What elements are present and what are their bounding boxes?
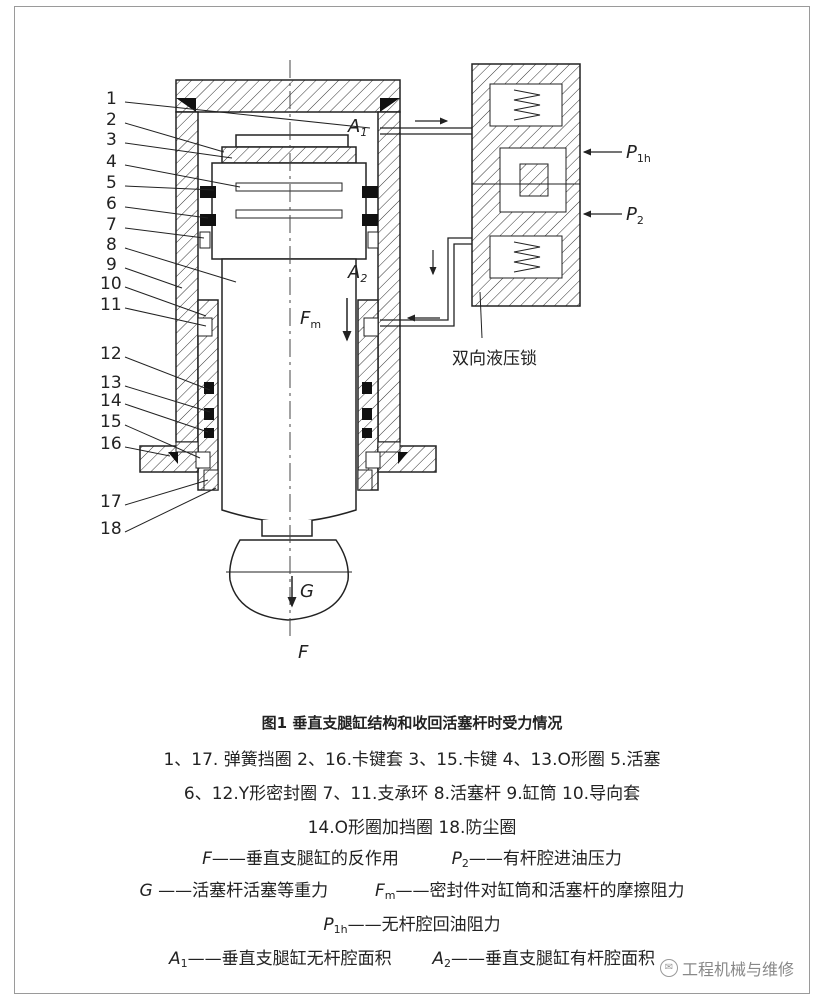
part-number: 7 bbox=[106, 215, 117, 235]
part-number: 5 bbox=[106, 173, 117, 193]
label-hydraulic-lock: 双向液压锁 bbox=[452, 349, 537, 369]
part-number: 18 bbox=[100, 519, 122, 539]
piston bbox=[199, 134, 379, 260]
symbol-item: G ——活塞杆活塞等重力 bbox=[139, 881, 329, 901]
symbol-row: A1——垂直支腿缸无杆腔面积 A2——垂直支腿缸有杆腔面积 bbox=[14, 945, 810, 978]
leader-lines bbox=[124, 101, 371, 533]
symbol-row: G ——活塞杆活塞等重力 Fm——密封件对缸筒和活塞杆的摩擦阻力 bbox=[14, 877, 810, 910]
lock-leader bbox=[479, 291, 483, 339]
label-fm: Fm bbox=[300, 308, 321, 331]
hydraulic-lock-valve bbox=[471, 63, 581, 307]
watermark: ✉ 工程机械与维修 bbox=[659, 956, 794, 980]
mounting-flange bbox=[139, 441, 437, 491]
part-number: 8 bbox=[106, 235, 117, 255]
symbol-item: A2——垂直支腿缸有杆腔面积 bbox=[432, 949, 656, 970]
part-number: 10 bbox=[100, 274, 122, 294]
part-number: 4 bbox=[106, 152, 117, 172]
symbol-item: F——垂直支腿缸的反作用 bbox=[202, 849, 399, 869]
part-number: 15 bbox=[100, 412, 122, 432]
symbol-item: Fm——密封件对缸筒和活塞杆的摩擦阻力 bbox=[374, 881, 685, 902]
part-number: 2 bbox=[106, 110, 117, 130]
label-f: F bbox=[298, 642, 309, 663]
legend-line: 1、17. 弹簧挡圈 2、16.卡键套 3、15.卡键 4、13.O形圈 5.活… bbox=[163, 750, 661, 770]
symbol-row: P1h——无杆腔回油阻力 bbox=[14, 911, 810, 944]
part-number: 14 bbox=[100, 391, 122, 411]
part-number: 11 bbox=[100, 295, 122, 315]
cylinder-diagram: 1 2 3 4 5 6 7 8 9 10 11 12 13 14 15 16 1… bbox=[100, 60, 651, 663]
figure-frame bbox=[14, 6, 810, 994]
cylinder-cap bbox=[175, 79, 401, 113]
label-g: G bbox=[300, 581, 314, 602]
part-number: 12 bbox=[100, 344, 122, 364]
part-number: 13 bbox=[100, 373, 122, 393]
figure-title: 图1 垂直支腿缸结构和收回活塞杆时受力情况 bbox=[261, 714, 563, 732]
part-number: 6 bbox=[106, 194, 117, 214]
symbol-item: A1——垂直支腿缸无杆腔面积 bbox=[168, 949, 392, 970]
legend-line: 14.O形圈加挡圈 18.防尘圈 bbox=[307, 818, 517, 838]
part-number: 17 bbox=[100, 492, 122, 512]
legend-line: 6、12.Y形密封圈 7、11.支承环 8.活塞杆 9.缸筒 10.导向套 bbox=[183, 784, 641, 804]
part-number: 3 bbox=[106, 130, 117, 150]
label-p2: P2 bbox=[626, 204, 644, 227]
watermark-text: 工程机械与维修 bbox=[681, 960, 794, 979]
symbol-row: F——垂直支腿缸的反作用 P2——有杆腔进油压力 bbox=[14, 845, 810, 878]
symbol-labels: A1 A2 Fm G F P1h P2 bbox=[298, 116, 651, 663]
label-a2: A2 bbox=[347, 262, 367, 285]
part-number: 9 bbox=[106, 255, 117, 275]
part-number-labels: 1 2 3 4 5 6 7 8 9 10 11 12 13 14 15 16 1… bbox=[100, 89, 122, 539]
guide-sleeve bbox=[197, 299, 379, 491]
symbol-item: P2——有杆腔进油压力 bbox=[451, 849, 622, 870]
piston-rod bbox=[221, 258, 357, 621]
wechat-icon: ✉ bbox=[659, 959, 678, 977]
part-number: 16 bbox=[100, 434, 122, 454]
label-a1: A1 bbox=[347, 116, 367, 139]
symbol-item: P1h——无杆腔回油阻力 bbox=[323, 915, 501, 936]
part-number: 1 bbox=[106, 89, 117, 109]
label-p1h: P1h bbox=[626, 142, 651, 165]
